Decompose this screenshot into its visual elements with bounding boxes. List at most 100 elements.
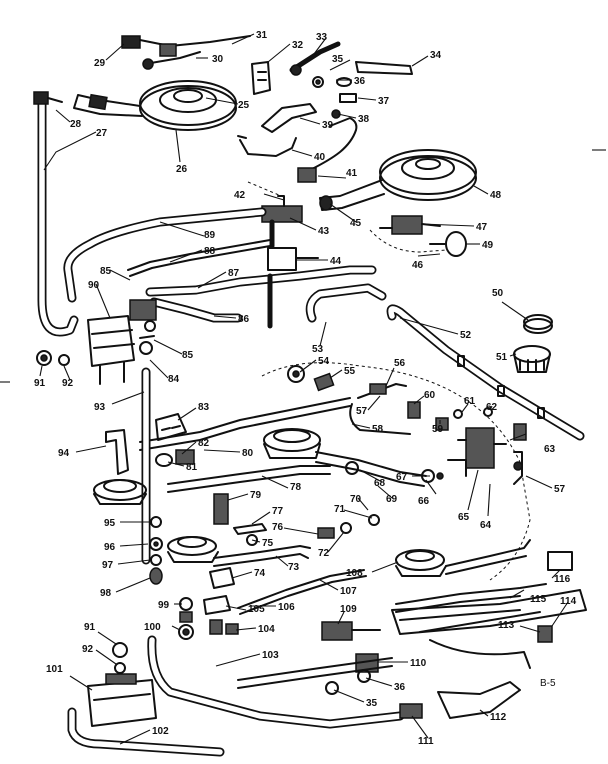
callout-45: 45 <box>350 218 362 229</box>
nuts-91-92 <box>36 350 70 366</box>
burner-tube-73 <box>213 545 311 559</box>
pressure-regulator-90 <box>87 299 157 385</box>
callout-91: 91 <box>34 378 46 389</box>
callout-98: 98 <box>100 588 112 599</box>
thermocouple-58 <box>349 403 411 435</box>
callout-65: 65 <box>458 512 470 523</box>
burner-tube-66 <box>315 451 427 477</box>
bracket-75-77 <box>233 523 267 546</box>
callout-99: 99 <box>158 600 170 611</box>
callout-102: 102 <box>152 726 169 737</box>
bracket-74-105 <box>203 567 235 615</box>
callout-91-lower: 91 <box>84 622 96 633</box>
callout-92-lower: 92 <box>82 644 94 655</box>
callout-104: 104 <box>258 624 275 635</box>
spark-parts-54-55 <box>287 365 335 392</box>
callout-77: 77 <box>272 506 284 517</box>
callout-71: 71 <box>334 504 346 515</box>
callout-35: 35 <box>332 54 344 65</box>
callout-43: 43 <box>318 226 330 237</box>
callout-84: 84 <box>168 374 180 385</box>
callout-25: 25 <box>238 100 250 111</box>
callout-35-lower: 35 <box>366 698 378 709</box>
callout-74: 74 <box>254 568 266 579</box>
bracket-114-115 <box>537 551 573 643</box>
callout-114: 114 <box>560 596 577 607</box>
callout-108: 108 <box>346 568 363 579</box>
fitting-84-85 <box>139 335 155 355</box>
callout-103: 103 <box>262 650 279 661</box>
valve-44 <box>267 247 319 271</box>
callout-47: 47 <box>476 222 488 233</box>
callout-38: 38 <box>358 114 370 125</box>
callout-83: 83 <box>198 402 210 413</box>
valve-body-65 <box>447 427 507 477</box>
callout-39: 39 <box>322 120 334 131</box>
callout-73: 73 <box>288 562 300 573</box>
callout-46: 46 <box>412 260 424 271</box>
callout-105: 105 <box>248 604 265 615</box>
knob-49 <box>429 231 467 257</box>
tube-56-57 <box>357 383 407 399</box>
bracket-39 <box>261 103 317 133</box>
callout-88: 88 <box>204 246 216 257</box>
callout-80: 80 <box>242 448 254 459</box>
burner-tube-116 <box>395 583 547 605</box>
callout-107: 107 <box>340 586 357 597</box>
callout-49: 49 <box>482 240 494 251</box>
bracket-57-right <box>513 451 523 485</box>
callout-55: 55 <box>344 366 356 377</box>
callout-44: 44 <box>330 256 342 267</box>
callout-79: 79 <box>250 490 262 501</box>
callout-101: 101 <box>46 664 63 675</box>
callout-92: 92 <box>62 378 74 389</box>
callout-27: 27 <box>96 128 108 139</box>
callout-110: 110 <box>410 658 427 669</box>
callout-85b: 85 <box>182 350 194 361</box>
callout-31: 31 <box>256 30 268 41</box>
callout-28: 28 <box>70 119 82 130</box>
callout-56: 56 <box>394 358 406 369</box>
callout-111: 111 <box>418 736 434 747</box>
callout-75: 75 <box>262 538 274 549</box>
igniter-bracket-34 <box>355 61 413 75</box>
callout-112: 112 <box>490 712 507 723</box>
callout-69: 69 <box>386 494 398 505</box>
burner-cap-50 <box>523 314 553 334</box>
callout-51: 51 <box>496 352 508 363</box>
callout-52: 52 <box>460 330 472 341</box>
callout-68: 68 <box>374 478 386 489</box>
callout-26: 26 <box>176 164 188 175</box>
callout-85: 85 <box>100 266 112 277</box>
callout-95: 95 <box>104 518 116 529</box>
burner-head-left-mid <box>93 479 147 505</box>
bracket-32 <box>251 61 271 95</box>
callout-36-lower: 36 <box>394 682 406 693</box>
small-parts-35-38 <box>312 76 357 119</box>
burner-head-top-right <box>319 149 477 211</box>
callout-96: 96 <box>104 542 116 553</box>
small-parts-71-72 <box>317 514 380 539</box>
callout-63: 63 <box>544 444 556 455</box>
callout-33: 33 <box>316 32 328 43</box>
callout-86: 86 <box>238 314 250 325</box>
callout-97: 97 <box>102 560 114 571</box>
callout-61: 61 <box>464 396 476 407</box>
callout-41: 41 <box>346 168 358 179</box>
callout-82: 82 <box>198 438 210 449</box>
electrode-33 <box>289 41 341 76</box>
burner-head-108 <box>395 539 531 577</box>
bracket-83 <box>155 413 187 441</box>
fitting-111 <box>399 703 423 719</box>
main-rail-106 <box>237 657 393 681</box>
thermostat-109 <box>321 621 381 641</box>
valve-47 <box>379 215 441 235</box>
callout-50: 50 <box>492 288 504 299</box>
callout-78: 78 <box>290 482 302 493</box>
callout-labels: 25 26 27 28 29 30 31 32 33 34 35 36 37 3… <box>34 30 577 747</box>
bracket-40 <box>237 135 297 157</box>
burner-frame-113 <box>391 589 587 669</box>
callout-93: 93 <box>94 402 106 413</box>
fittings-59-62 <box>407 401 493 431</box>
